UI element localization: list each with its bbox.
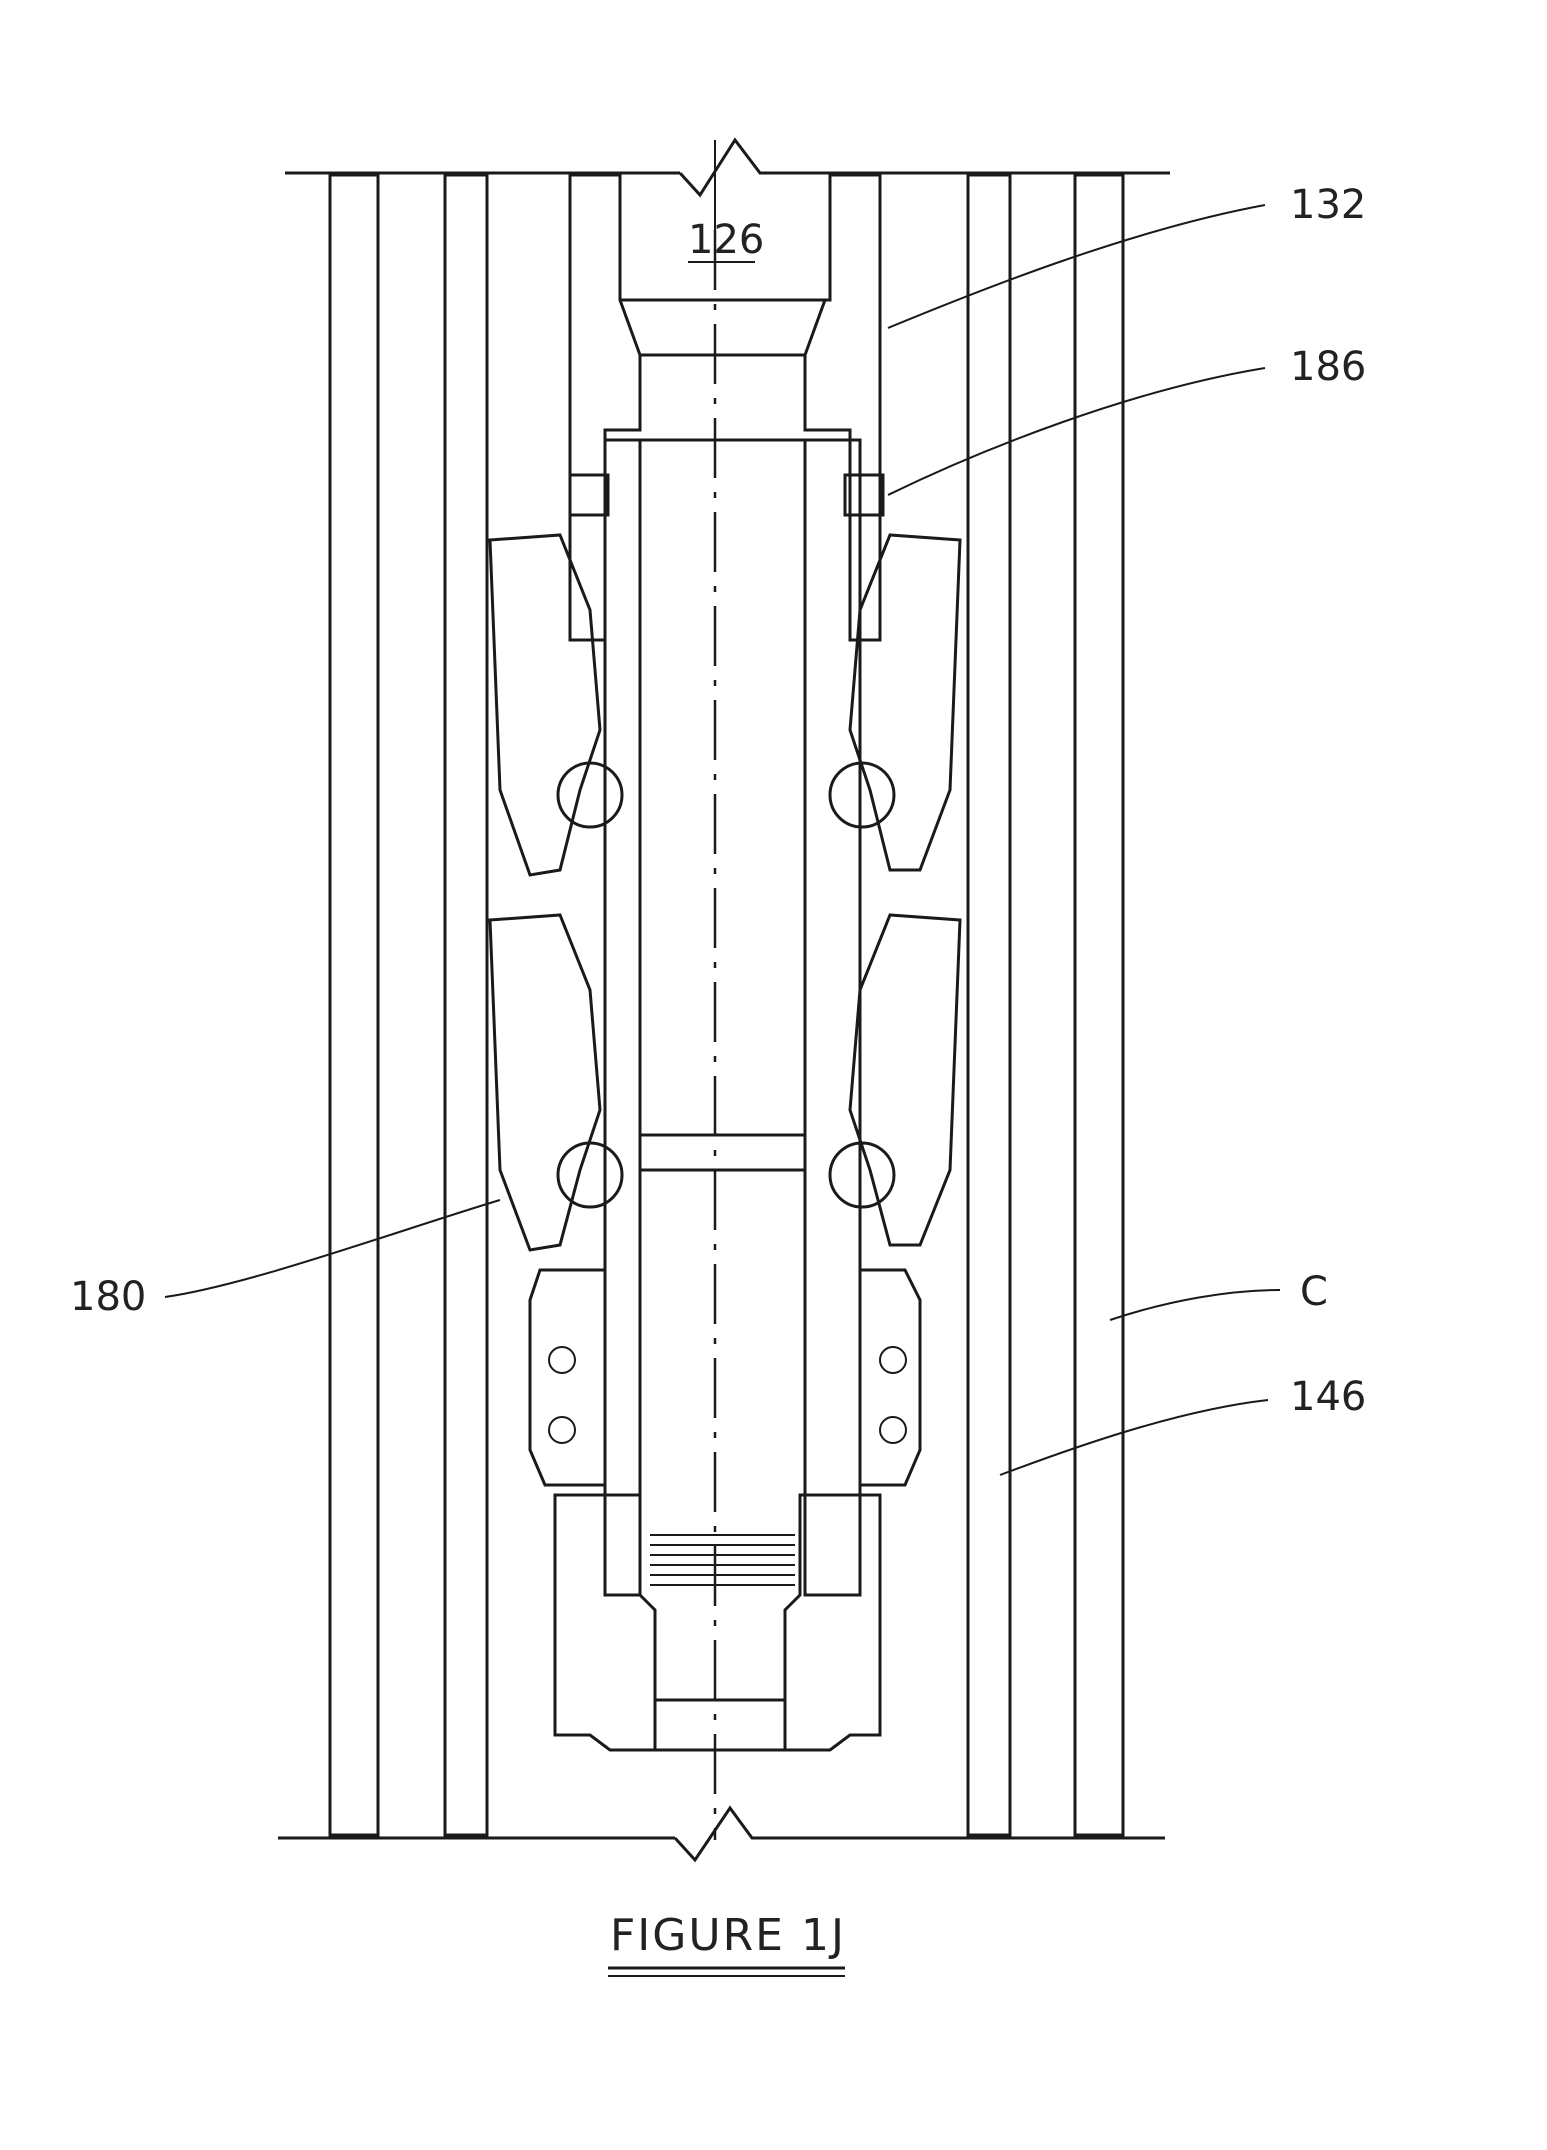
- figure-caption: FIGURE 1J: [608, 1910, 846, 1976]
- lower-collar: [530, 1270, 920, 1485]
- label-186: 186: [888, 344, 1366, 495]
- label-180: 180: [70, 1200, 500, 1320]
- seal-rings: [570, 475, 883, 515]
- svg-text:C: C: [1300, 1269, 1328, 1315]
- label-c: C: [1110, 1269, 1328, 1320]
- svg-text:186: 186: [1290, 344, 1366, 390]
- break-lines: [278, 140, 1170, 1860]
- label-132: 132: [888, 182, 1366, 328]
- upper-cups: [490, 535, 960, 875]
- label-126: 126: [688, 217, 764, 263]
- thread-lines: [650, 1535, 795, 1585]
- svg-text:132: 132: [1290, 182, 1366, 228]
- inner-mandrel: [605, 440, 860, 1595]
- label-146: 146: [1000, 1374, 1366, 1475]
- svg-text:180: 180: [70, 1274, 146, 1320]
- lower-cups: [490, 915, 960, 1250]
- svg-text:FIGURE 1J: FIGURE 1J: [610, 1910, 846, 1961]
- svg-text:126: 126: [688, 217, 764, 263]
- svg-text:146: 146: [1290, 1374, 1366, 1420]
